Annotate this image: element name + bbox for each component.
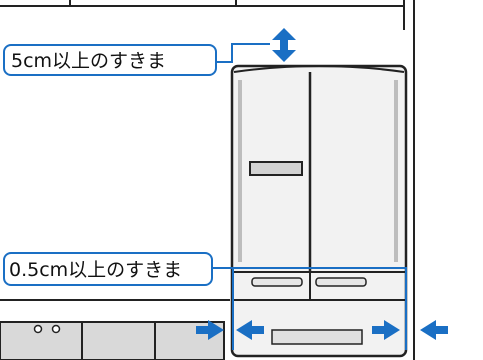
side-clearance-callout: 0.5cm以上のすきま	[3, 252, 213, 286]
top-callout-leader	[217, 43, 270, 63]
top-clearance-arrow	[272, 28, 296, 62]
side-callout-leader	[213, 267, 407, 350]
refrigerator	[230, 64, 408, 358]
upper-cabinets	[0, 0, 415, 360]
lower-cabinets	[0, 299, 230, 360]
top-clearance-callout: 5cm以上のすきま	[3, 44, 217, 76]
side-clearance-arrows	[196, 320, 448, 340]
